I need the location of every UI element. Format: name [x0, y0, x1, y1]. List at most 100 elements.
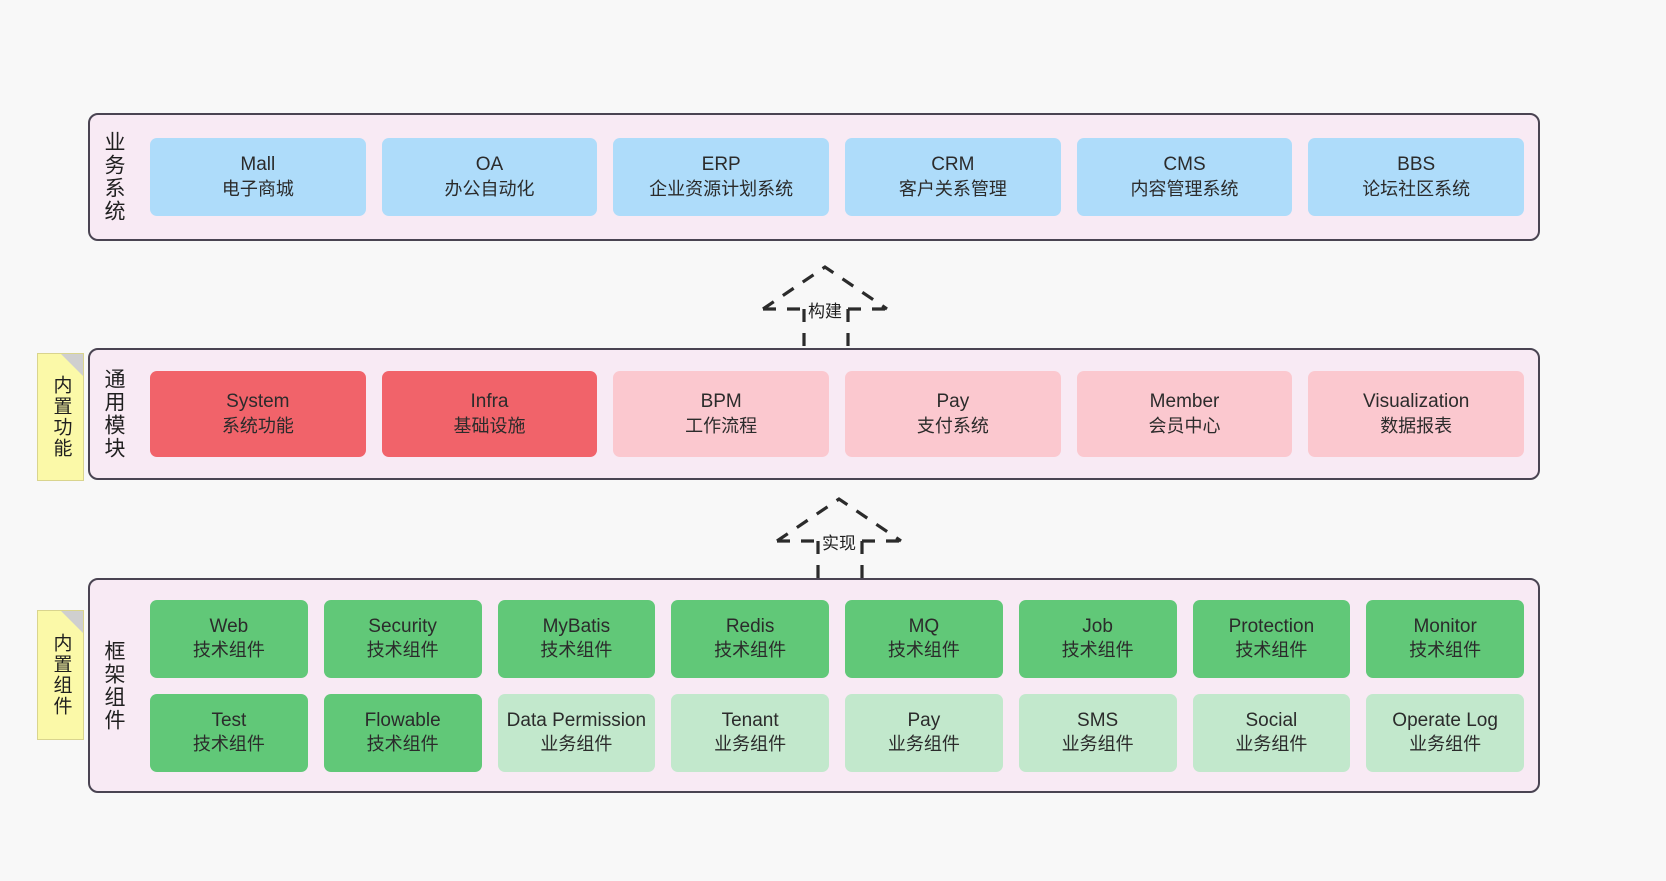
- card-desc: 业务组件: [1409, 734, 1482, 755]
- component-card-social[interactable]: Social 业务组件: [1192, 693, 1351, 772]
- module-card-bpm[interactable]: BPM 工作流程: [613, 371, 830, 457]
- note-label: 内置功能: [50, 375, 72, 459]
- component-card-data-permission[interactable]: Data Permission 业务组件: [497, 693, 656, 772]
- component-card-operate-log[interactable]: Operate Log 业务组件: [1366, 693, 1524, 772]
- note-fold-icon: [61, 354, 83, 376]
- component-card-flowable[interactable]: Flowable 技术组件: [323, 693, 482, 772]
- component-card-redis[interactable]: Redis 技术组件: [671, 599, 829, 678]
- card-desc: 系统功能: [221, 415, 294, 436]
- card-name: Monitor: [1413, 615, 1477, 637]
- card-desc: 业务组件: [887, 734, 960, 755]
- card-desc: 技术组件: [366, 640, 439, 661]
- card-name: ERP: [701, 154, 741, 176]
- card-name: Pay: [936, 391, 970, 413]
- card-name: Visualization: [1363, 391, 1470, 413]
- note-builtin-function: 内置功能: [37, 353, 84, 481]
- card-desc: 技术组件: [366, 734, 439, 755]
- component-card-security[interactable]: Security 技术组件: [323, 599, 482, 678]
- card-name: Infra: [470, 391, 509, 413]
- component-card-test[interactable]: Test 技术组件: [150, 693, 308, 772]
- layer-body-general-module: System 系统功能 Infra 基础设施 BPM 工作流程 Pay 支付系统…: [136, 350, 1538, 478]
- layer-title-framework-component: 框架组件: [102, 639, 126, 732]
- arrow-shape-implement: [776, 497, 902, 578]
- card-name: Operate Log: [1392, 709, 1498, 731]
- card-name: Job: [1082, 615, 1113, 637]
- card-name: Pay: [907, 709, 941, 731]
- module-card-pay[interactable]: Pay 支付系统: [845, 371, 1061, 457]
- card-desc: 会员中心: [1148, 415, 1221, 436]
- component-card-tenant[interactable]: Tenant 业务组件: [671, 693, 829, 772]
- arrow-label-implement: 实现: [822, 534, 856, 553]
- layer-title-general-module: 通用模块: [102, 368, 126, 460]
- card-name: System: [226, 391, 290, 413]
- component-card-monitor[interactable]: Monitor 技术组件: [1366, 599, 1524, 678]
- card-name: Mall: [240, 154, 276, 176]
- card-name: MQ: [908, 615, 940, 637]
- card-name: Test: [211, 709, 247, 731]
- generalization-arrow-implement: 实现: [772, 494, 932, 578]
- component-card-mq[interactable]: MQ 技术组件: [845, 599, 1003, 678]
- card-name: OA: [475, 154, 504, 176]
- layer-framework-component: 框架组件 Web 技术组件 Security 技术组件 MyBatis 技术组件…: [88, 578, 1540, 793]
- card-desc: 企业资源计划系统: [649, 178, 794, 199]
- card-name: Security: [368, 615, 437, 637]
- component-card-mybatis[interactable]: MyBatis 技术组件: [497, 599, 656, 678]
- module-card-system[interactable]: System 系统功能: [150, 371, 366, 457]
- card-desc: 技术组件: [1409, 640, 1482, 661]
- card-desc: 业务组件: [1061, 734, 1134, 755]
- card-desc: 技术组件: [1235, 640, 1308, 661]
- component-card-job[interactable]: Job 技术组件: [1018, 599, 1177, 678]
- card-name: MyBatis: [542, 615, 611, 637]
- system-card-bbs[interactable]: BBS 论坛社区系统: [1308, 138, 1525, 216]
- card-desc: 基础设施: [453, 415, 526, 436]
- card-desc: 技术组件: [714, 640, 787, 661]
- card-desc: 技术组件: [1061, 640, 1134, 661]
- component-card-pay[interactable]: Pay 业务组件: [845, 693, 1003, 772]
- note-builtin-component: 内置组件: [37, 610, 84, 740]
- layer-title-business-system: 业务系统: [102, 131, 126, 223]
- card-name: BPM: [700, 391, 742, 413]
- card-desc: 技术组件: [887, 640, 960, 661]
- card-desc: 技术组件: [192, 640, 265, 661]
- card-name: Redis: [725, 615, 775, 637]
- card-name: Member: [1149, 391, 1220, 413]
- note-fold-icon: [61, 611, 83, 633]
- layer-general-module: 通用模块 System 系统功能 Infra 基础设施 BPM 工作流程 Pay…: [88, 348, 1540, 480]
- card-row: System 系统功能 Infra 基础设施 BPM 工作流程 Pay 支付系统…: [150, 371, 1525, 457]
- card-name: Data Permission: [506, 709, 647, 731]
- card-name: Web: [209, 615, 249, 637]
- system-card-crm[interactable]: CRM 客户关系管理: [845, 138, 1061, 216]
- system-card-cms[interactable]: CMS 内容管理系统: [1076, 138, 1293, 216]
- module-card-infra[interactable]: Infra 基础设施: [381, 371, 598, 457]
- card-desc: 工作流程: [685, 415, 758, 436]
- note-label: 内置组件: [50, 633, 72, 717]
- arrow-shape-build: [762, 265, 888, 346]
- layer-business-system: 业务系统 Mall 电子商城 OA 办公自动化 ERP 企业资源计划系统 CRM…: [88, 113, 1540, 241]
- card-desc: 论坛社区系统: [1362, 178, 1471, 199]
- card-name: BBS: [1397, 154, 1436, 176]
- card-desc: 客户关系管理: [898, 178, 1007, 199]
- system-card-mall[interactable]: Mall 电子商城: [150, 138, 366, 216]
- card-row: Web 技术组件 Security 技术组件 MyBatis 技术组件 Redi…: [150, 599, 1524, 678]
- card-desc: 内容管理系统: [1130, 178, 1239, 199]
- card-desc: 业务组件: [714, 734, 787, 755]
- component-card-web[interactable]: Web 技术组件: [150, 599, 308, 678]
- card-desc: 电子商城: [221, 178, 294, 199]
- component-card-sms[interactable]: SMS 业务组件: [1018, 693, 1177, 772]
- arrow-label-build: 构建: [808, 302, 842, 321]
- card-name: Flowable: [364, 709, 441, 731]
- card-name: Protection: [1228, 615, 1315, 637]
- system-card-oa[interactable]: OA 办公自动化: [381, 138, 598, 216]
- system-card-erp[interactable]: ERP 企业资源计划系统: [613, 138, 830, 216]
- module-card-member[interactable]: Member 会员中心: [1076, 371, 1293, 457]
- card-row: Test 技术组件 Flowable 技术组件 Data Permission …: [150, 693, 1524, 772]
- layer-body-framework-component: Web 技术组件 Security 技术组件 MyBatis 技术组件 Redi…: [136, 580, 1538, 791]
- card-desc: 办公自动化: [444, 178, 535, 199]
- card-desc: 业务组件: [1235, 734, 1308, 755]
- component-card-protection[interactable]: Protection 技术组件: [1192, 599, 1351, 678]
- module-card-visualization[interactable]: Visualization 数据报表: [1308, 371, 1525, 457]
- card-row: Mall 电子商城 OA 办公自动化 ERP 企业资源计划系统 CRM 客户关系…: [150, 138, 1525, 216]
- card-desc: 支付系统: [916, 415, 989, 436]
- card-desc: 技术组件: [192, 734, 265, 755]
